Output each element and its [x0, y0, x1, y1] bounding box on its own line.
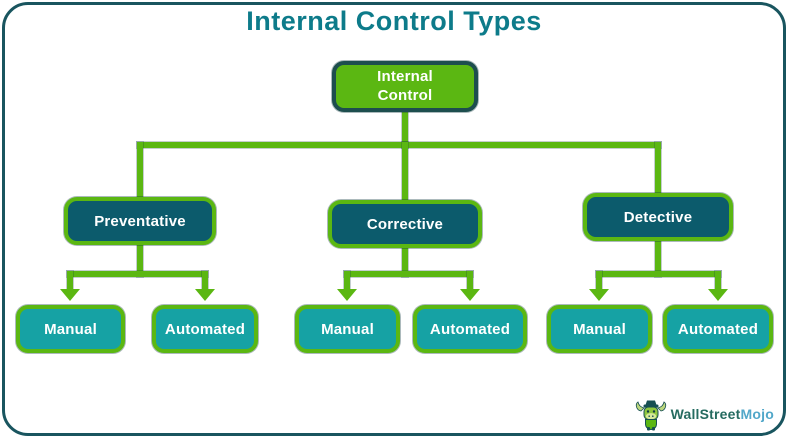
connector-line — [344, 271, 350, 291]
node-label: Manual — [44, 320, 97, 338]
node-detective-automated: Automated — [663, 305, 773, 353]
connector-line — [67, 271, 73, 291]
node-internal-control: Internal Control — [332, 61, 478, 112]
node-label: Corrective — [366, 215, 444, 233]
node-label: Automated — [429, 320, 511, 338]
logo-text-mojo: Mojo — [740, 406, 774, 422]
node-preventative: Preventative — [64, 197, 216, 245]
connector-line — [137, 245, 143, 277]
connector-line — [596, 271, 721, 277]
node-label: Preventative — [94, 212, 186, 230]
connector-line — [402, 248, 408, 277]
connector-line — [655, 142, 661, 193]
connector-line — [402, 112, 408, 148]
node-corrective: Corrective — [328, 200, 482, 248]
connector-line — [67, 271, 208, 277]
arrow-down-icon — [195, 289, 215, 301]
connector-line — [715, 271, 721, 291]
node-preventative-automated: Automated — [152, 305, 258, 353]
connector-line — [402, 142, 408, 200]
connector-line — [137, 142, 143, 197]
node-label: Automated — [677, 320, 759, 338]
connector-line — [655, 241, 661, 277]
wallstreetmojo-logo: WallStreetMojo — [635, 397, 774, 431]
node-corrective-automated: Automated — [413, 305, 527, 353]
node-detective-manual: Manual — [547, 305, 652, 353]
arrow-down-icon — [337, 289, 357, 301]
node-corrective-manual: Manual — [295, 305, 400, 353]
arrow-down-icon — [708, 289, 728, 301]
bull-mascot-icon — [635, 400, 666, 431]
node-label: Detective — [623, 208, 693, 226]
node-preventative-manual: Manual — [16, 305, 125, 353]
connector-line — [467, 271, 473, 291]
diagram-title: Internal Control Types — [246, 6, 542, 36]
connector-line — [202, 271, 208, 291]
node-label: Internal Control — [377, 67, 433, 104]
node-label: Manual — [573, 320, 626, 338]
arrow-down-icon — [60, 289, 80, 301]
arrow-down-icon — [589, 289, 609, 301]
logo-text-wallstreet: WallStreet — [670, 406, 741, 422]
node-label: Automated — [164, 320, 246, 338]
connector-line — [596, 271, 602, 291]
connector-line — [344, 271, 473, 277]
node-label: Manual — [321, 320, 374, 338]
arrow-down-icon — [460, 289, 480, 301]
logo-text: WallStreetMojo — [671, 406, 774, 422]
node-detective: Detective — [583, 193, 733, 241]
connector-line — [137, 142, 661, 148]
